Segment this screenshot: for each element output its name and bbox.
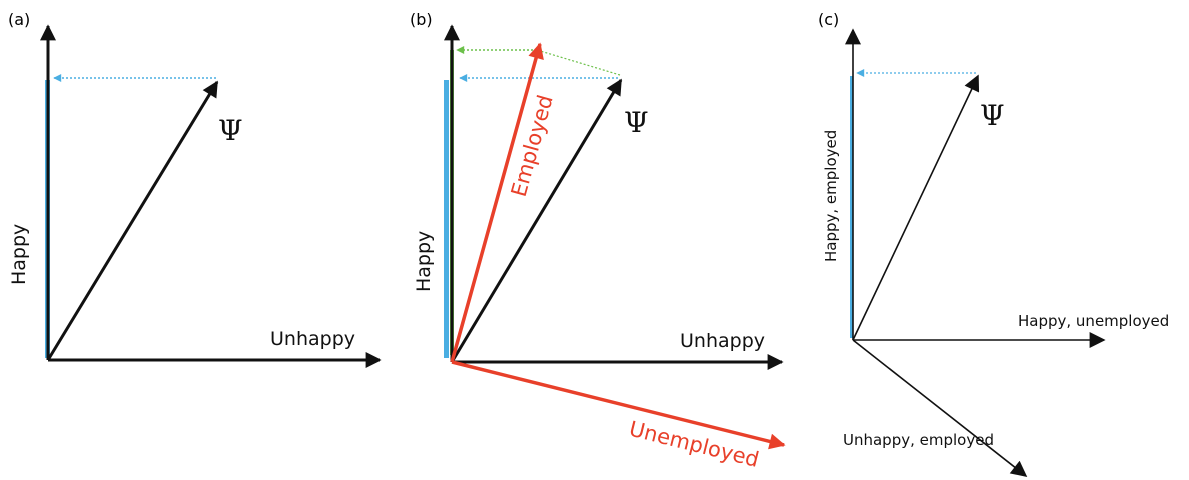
panel-b-y-axis-label: Happy (413, 231, 435, 292)
panel-b-projection-bar-blue (444, 80, 449, 358)
panel-b-employed-vector (450, 42, 544, 363)
panel-b-employed-label: Employed (507, 92, 558, 199)
panel-c-x-axis-label: Happy, unemployed (1018, 312, 1169, 330)
panel-c-state-vector (852, 74, 980, 341)
panel-c-projection-bar (850, 76, 854, 338)
panel-b-unemployed-label: Unemployed (627, 417, 762, 472)
panel-b: (b) Ψ Unhappy Happy Employed Unemployed (410, 10, 786, 472)
panel-a-psi-label: Ψ (218, 114, 243, 147)
panel-b-psi-label: Ψ (624, 106, 649, 139)
panel-a-x-axis-label: Unhappy (270, 328, 355, 350)
panel-b-label: (b) (410, 10, 433, 29)
panel-b-state-vector (450, 78, 623, 363)
panel-c: (c) Ψ Happy, unemployed Unhappy, employe… (818, 10, 1169, 477)
panel-c-diagonal-axis (852, 339, 1028, 477)
panel-a-label: (a) (8, 10, 30, 29)
panel-c-diagonal-axis-label: Unhappy, employed (843, 431, 994, 449)
panel-a-state-vector (46, 80, 219, 361)
panel-a: (a) Ψ Unhappy Happy (8, 10, 382, 368)
panel-c-y-axis-label: Happy, employed (822, 130, 840, 262)
panel-a-y-axis-label: Happy (8, 224, 30, 285)
panel-b-x-axis-label: Unhappy (680, 330, 765, 352)
panel-b-green-dotted-diagonal (536, 49, 621, 76)
panel-b-unemployed-vector (451, 360, 786, 450)
panel-c-psi-label: Ψ (980, 99, 1005, 132)
panel-c-label: (c) (818, 10, 839, 29)
